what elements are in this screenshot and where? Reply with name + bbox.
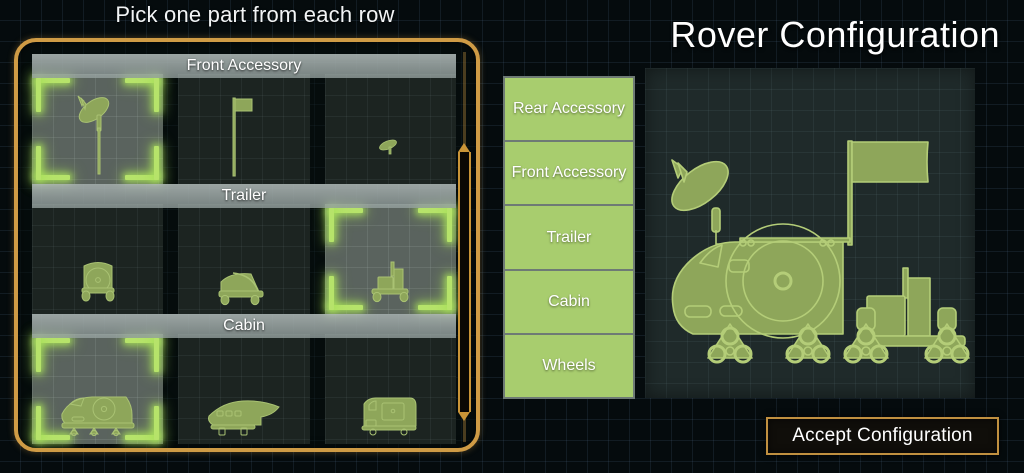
category-item-wheels[interactable]: Wheels xyxy=(505,334,633,398)
category-item-front-accessory[interactable]: Front Accessory xyxy=(505,142,633,205)
tower-trailer-icon xyxy=(371,261,409,303)
selection-bracket-icon xyxy=(36,78,70,112)
category-item-rear-accessory[interactable]: Rear Accessory xyxy=(505,78,633,141)
row-cells-front-accessory xyxy=(32,74,456,184)
catalog-content: Front Accessory xyxy=(32,54,456,444)
row-cells-cabin xyxy=(32,334,456,444)
drum-trailer-icon xyxy=(81,262,115,302)
preview-tower-trailer xyxy=(856,267,966,347)
part-cell-boxy-cabin[interactable] xyxy=(324,334,456,444)
row-header-label: Trailer xyxy=(221,187,267,204)
small-antenna-icon xyxy=(379,139,398,155)
part-cell-tower-trailer[interactable] xyxy=(324,204,456,314)
boxy-cabin-icon xyxy=(361,397,417,436)
selection-bracket-icon xyxy=(36,146,70,180)
catalog-row-front-accessory: Front Accessory xyxy=(32,54,456,184)
category-item-trailer[interactable]: Trailer xyxy=(505,206,633,269)
category-item-cabin[interactable]: Cabin xyxy=(505,270,633,333)
accept-configuration-button[interactable]: Accept Configuration xyxy=(766,417,999,455)
row-header-trailer: Trailer xyxy=(32,184,456,208)
row-cells-trailer xyxy=(32,204,456,314)
part-cell-drum-trailer[interactable] xyxy=(32,204,164,314)
catalog-scroll-viewport[interactable]: Front Accessory xyxy=(18,42,476,448)
preview-dome-cabin xyxy=(671,223,851,339)
preview-satellite-dish xyxy=(671,159,740,245)
part-cell-flag[interactable] xyxy=(178,74,310,184)
selection-bracket-icon xyxy=(125,78,160,112)
catalog-row-trailer: Trailer xyxy=(32,184,456,314)
preview-wheels xyxy=(707,307,970,364)
rover-preview-illustration xyxy=(671,140,970,364)
category-list: Rear Accessory Front Accessory Trailer C… xyxy=(503,76,635,399)
selection-bracket-icon xyxy=(328,208,363,242)
part-cell-sleek-cabin[interactable] xyxy=(178,334,310,444)
part-cell-small-antenna[interactable] xyxy=(324,74,456,184)
dome-cabin-icon xyxy=(61,396,135,437)
selection-bracket-icon xyxy=(125,338,160,372)
catalog-row-cabin: Cabin xyxy=(32,314,456,444)
catalog-hint-title: Pick one part from each row xyxy=(115,2,395,27)
selection-bracket-icon xyxy=(328,276,363,310)
row-header-front-accessory: Front Accessory xyxy=(32,54,456,78)
row-header-label: Front Accessory xyxy=(186,57,302,74)
part-cell-cargo-trailer[interactable] xyxy=(178,204,310,314)
satellite-dish-icon xyxy=(77,95,109,175)
part-cell-satellite-dish[interactable] xyxy=(32,74,164,184)
cargo-trailer-icon xyxy=(218,272,264,306)
flag-icon xyxy=(232,97,253,177)
rover-preview-panel xyxy=(645,68,975,398)
selection-bracket-icon xyxy=(125,146,160,180)
sleek-cabin-icon xyxy=(207,400,280,436)
part-cell-dome-cabin[interactable] xyxy=(32,334,164,444)
catalog-scrollbar-thumb[interactable] xyxy=(458,143,471,421)
row-header-label: Cabin xyxy=(223,317,265,334)
row-header-cabin: Cabin xyxy=(32,314,456,338)
preview-flag xyxy=(847,140,929,246)
selection-bracket-icon xyxy=(36,338,70,372)
page-title: Rover Configuration xyxy=(670,14,1000,55)
selection-bracket-icon xyxy=(417,208,452,242)
parts-catalog-panel: Front Accessory xyxy=(14,38,480,452)
selection-bracket-icon xyxy=(417,276,452,310)
